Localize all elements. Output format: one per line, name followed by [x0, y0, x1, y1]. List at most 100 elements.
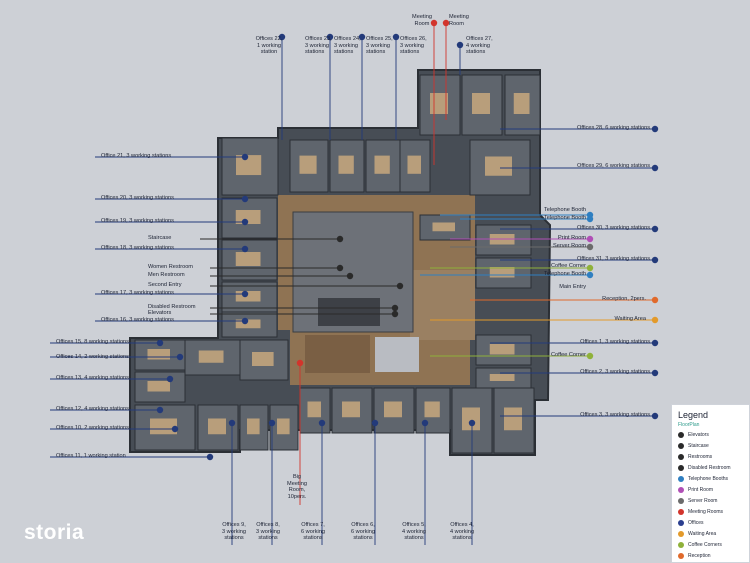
marker-icon — [206, 453, 214, 461]
label-office-31: Offices 31, 3 working stations — [577, 256, 650, 262]
staircase-icon — [678, 443, 684, 449]
desk — [299, 155, 317, 174]
marker-icon — [586, 243, 594, 251]
label-office-1: Offices 1, 3 working stations — [580, 339, 650, 345]
label-telephone-booth-2: Telephone Booth — [544, 215, 586, 221]
label-coffee-corner-1: Coffee Corner — [550, 263, 586, 269]
desk — [407, 155, 421, 174]
marker-icon — [358, 33, 366, 41]
legend-item-label: Disabled Restroom — [688, 465, 731, 471]
marker-icon — [228, 419, 236, 427]
marker-icon — [586, 215, 594, 223]
marker-icon — [651, 316, 659, 324]
desk — [472, 93, 490, 114]
marker-icon — [278, 33, 286, 41]
label-office-15: Offices 15, 8 working stations — [56, 339, 129, 345]
desk — [489, 267, 515, 278]
label-office-14: Offices 14, 2 working stations — [56, 354, 129, 360]
label-telephone-booth-3: Telephone Booth — [544, 271, 586, 277]
marker-icon — [241, 218, 249, 226]
desk — [235, 291, 261, 302]
marker-icon — [421, 419, 429, 427]
legend-item-label: Server Room — [688, 498, 718, 504]
desk — [252, 352, 274, 366]
label-office-29: Offices 29, 6 working stations — [577, 163, 650, 169]
label-elevators: Elevators — [148, 310, 172, 316]
label-reception: Reception, 2pers. — [602, 296, 646, 302]
legend-item: Waiting Area — [678, 530, 716, 538]
label-office-7: Offices 7, 6 working stations — [301, 522, 325, 542]
label-office-10: Offices 10, 2 working stations — [56, 425, 129, 431]
label-women-restroom: Women Restroom — [148, 264, 193, 270]
office-icon — [678, 520, 684, 526]
label-print-room: Print Room — [558, 235, 586, 241]
marker-icon — [468, 419, 476, 427]
label-meeting-room-1: Meeting Room — [412, 14, 432, 27]
desk — [147, 349, 170, 360]
marker-icon — [241, 195, 249, 203]
marker-icon — [241, 317, 249, 325]
legend-item-label: Print Room — [688, 487, 714, 493]
marker-icon — [156, 406, 164, 414]
marker-icon — [391, 304, 399, 312]
top-offices — [221, 74, 541, 196]
bright-room — [375, 337, 419, 372]
legend-item: Server Room — [678, 497, 717, 505]
marker-icon — [241, 290, 249, 298]
elevator-icon — [678, 432, 684, 438]
label-office-20: Offices 20, 3 working stations — [101, 195, 174, 201]
desk — [374, 155, 390, 174]
desk — [489, 344, 515, 355]
desk — [338, 155, 354, 174]
label-office-26: Offices 26, 3 working stations — [400, 36, 427, 56]
marker-icon — [430, 19, 438, 27]
legend-item: Offices — [678, 519, 703, 527]
desk — [236, 155, 262, 176]
legend-item-label: Coffee Corners — [688, 542, 722, 548]
legend-item: Telephone Booths — [678, 475, 728, 483]
marker-icon — [346, 272, 354, 280]
marker-icon — [176, 353, 184, 361]
legend-subtitle: FloorPlan — [678, 422, 700, 428]
marker-icon — [442, 19, 450, 27]
label-office-9: Offices 9, 3 working stations — [222, 522, 246, 542]
server-icon — [678, 498, 684, 504]
legend-item-label: Telephone Booths — [688, 476, 729, 482]
label-office-28: Offices 28, 6 working stations — [577, 125, 650, 131]
print-icon — [678, 487, 684, 493]
label-second-entry: Second Entry — [148, 282, 182, 288]
desk — [342, 401, 360, 418]
desk — [430, 93, 448, 114]
legend-item: Coffee Corners — [678, 541, 722, 549]
desk — [424, 401, 440, 418]
marker-icon — [392, 33, 400, 41]
marker-icon — [396, 282, 404, 290]
legend-item: Meeting Rooms — [678, 508, 723, 516]
label-office-23: Offices 23, 3 working stations — [305, 36, 332, 56]
marker-icon — [651, 412, 659, 420]
label-office-21: Office 21, 3 working stations — [101, 153, 172, 159]
label-server-room: Server Room — [553, 243, 586, 249]
desk — [489, 374, 515, 381]
marker-icon — [586, 352, 594, 360]
desk — [235, 210, 261, 224]
top-office-room — [399, 139, 431, 193]
marker-icon — [336, 264, 344, 272]
label-office-3: Offices 3, 3 working stations — [580, 412, 650, 418]
desk — [307, 401, 321, 418]
marker-icon — [371, 419, 379, 427]
label-office-11: Offices 11, 1 working station — [56, 453, 126, 459]
marker-icon — [586, 264, 594, 272]
desk — [208, 418, 226, 435]
marker-icon — [326, 33, 334, 41]
label-office-5: Offices 5, 4 working stations — [402, 522, 426, 542]
label-men-restroom: Men Restroom — [148, 272, 185, 278]
marker-icon — [651, 125, 659, 133]
leader-lines — [50, 19, 659, 545]
marker-icon — [586, 235, 594, 243]
meeting-table-room — [305, 335, 370, 373]
desk — [384, 401, 402, 418]
marker-icon — [651, 164, 659, 172]
